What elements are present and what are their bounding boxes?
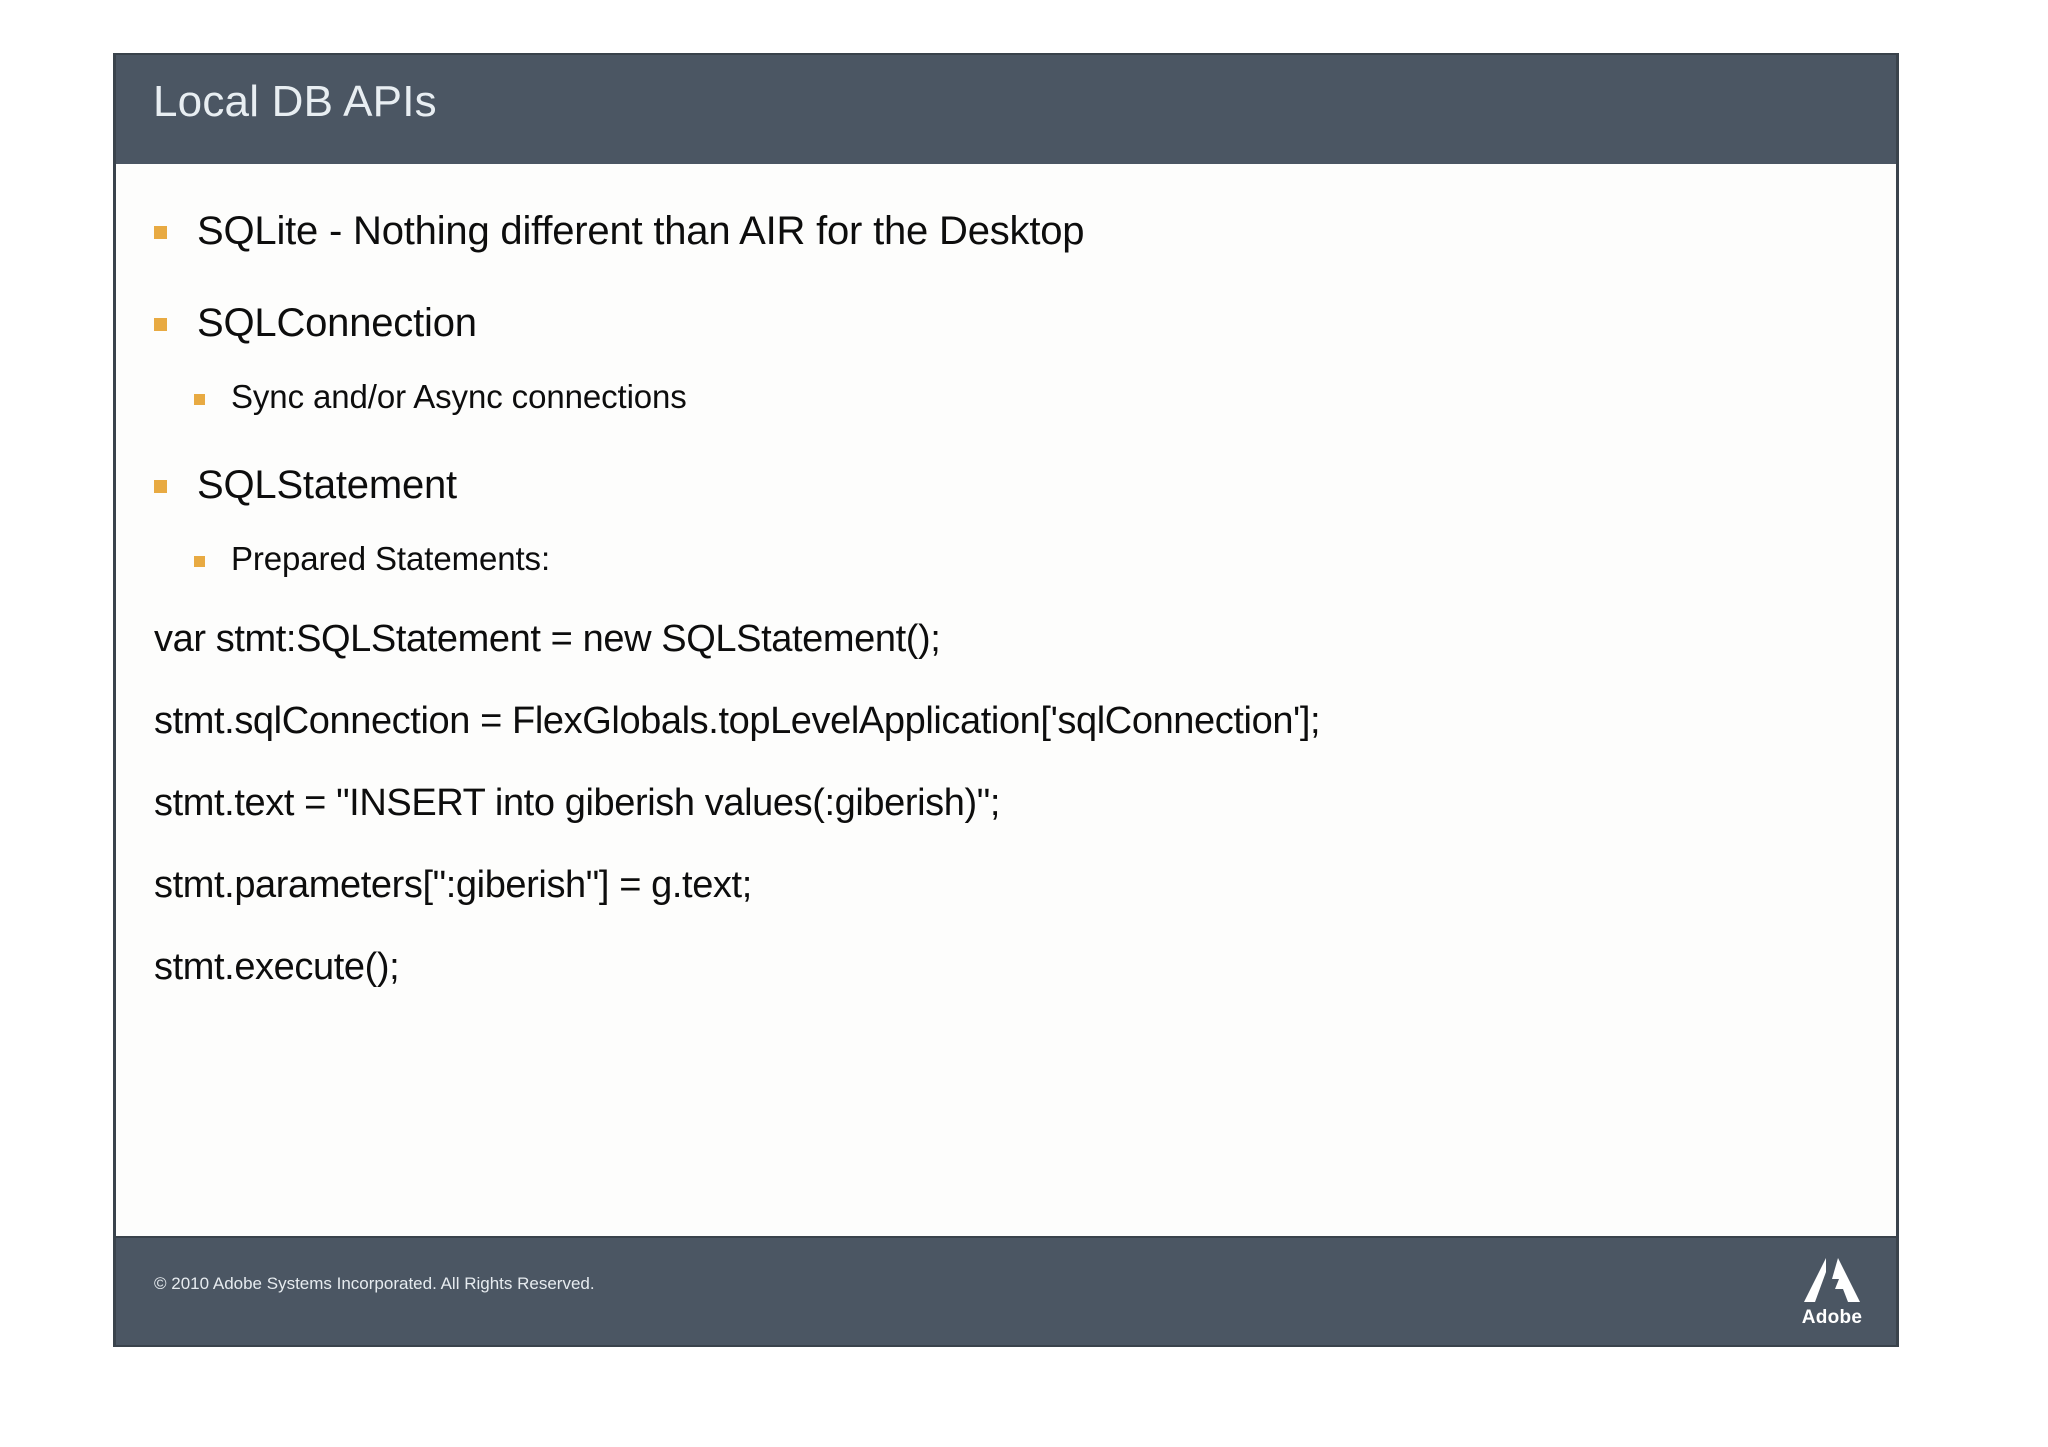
bullet-label: SQLStatement	[197, 463, 457, 507]
adobe-logo: Adobe	[1786, 1246, 1878, 1338]
code-line: stmt.execute();	[116, 944, 1896, 990]
square-bullet-icon	[194, 394, 205, 405]
code-line: stmt.sqlConnection = FlexGlobals.topLeve…	[116, 698, 1896, 744]
page-title: Local DB APIs	[153, 77, 437, 126]
code-line-text: var stmt:SQLStatement = new SQLStatement…	[154, 618, 941, 660]
bullet-list: SQLite - Nothing different than AIR for …	[116, 164, 1896, 990]
bullet-label: SQLConnection	[197, 301, 477, 345]
code-line: stmt.text = "INSERT into giberish values…	[116, 780, 1896, 826]
list-item: SQLStatement	[116, 460, 1896, 510]
bullet-label: SQLite - Nothing different than AIR for …	[197, 209, 1085, 253]
code-line-text: stmt.text = "INSERT into giberish values…	[154, 782, 1000, 824]
slide-body: SQLite - Nothing different than AIR for …	[116, 164, 1896, 1236]
slide-footer: © 2010 Adobe Systems Incorporated. All R…	[116, 1236, 1896, 1345]
code-line-text: stmt.parameters[":giberish"] = g.text;	[154, 864, 752, 906]
square-bullet-icon	[154, 480, 167, 493]
adobe-wordmark: Adobe	[1801, 1306, 1863, 1328]
list-item: SQLConnection	[116, 298, 1896, 348]
code-line: stmt.parameters[":giberish"] = g.text;	[116, 862, 1896, 908]
code-line-text: stmt.sqlConnection = FlexGlobals.topLeve…	[154, 700, 1321, 742]
bullet-label: Sync and/or Async connections	[231, 378, 687, 415]
square-bullet-icon	[154, 226, 167, 239]
square-bullet-icon	[194, 556, 205, 567]
slide-header: Local DB APIs	[116, 53, 1896, 164]
sub-list-item: Sync and/or Async connections	[116, 376, 1896, 418]
slide: Local DB APIs SQLite - Nothing different…	[113, 53, 1899, 1347]
list-item: SQLite - Nothing different than AIR for …	[116, 206, 1896, 256]
sub-list-item: Prepared Statements:	[116, 538, 1896, 580]
copyright-text: © 2010 Adobe Systems Incorporated. All R…	[154, 1274, 595, 1293]
code-line: var stmt:SQLStatement = new SQLStatement…	[116, 616, 1896, 662]
bullet-label: Prepared Statements:	[231, 540, 551, 577]
code-line-text: stmt.execute();	[154, 946, 400, 988]
adobe-a-logo-icon	[1802, 1256, 1862, 1304]
square-bullet-icon	[154, 318, 167, 331]
